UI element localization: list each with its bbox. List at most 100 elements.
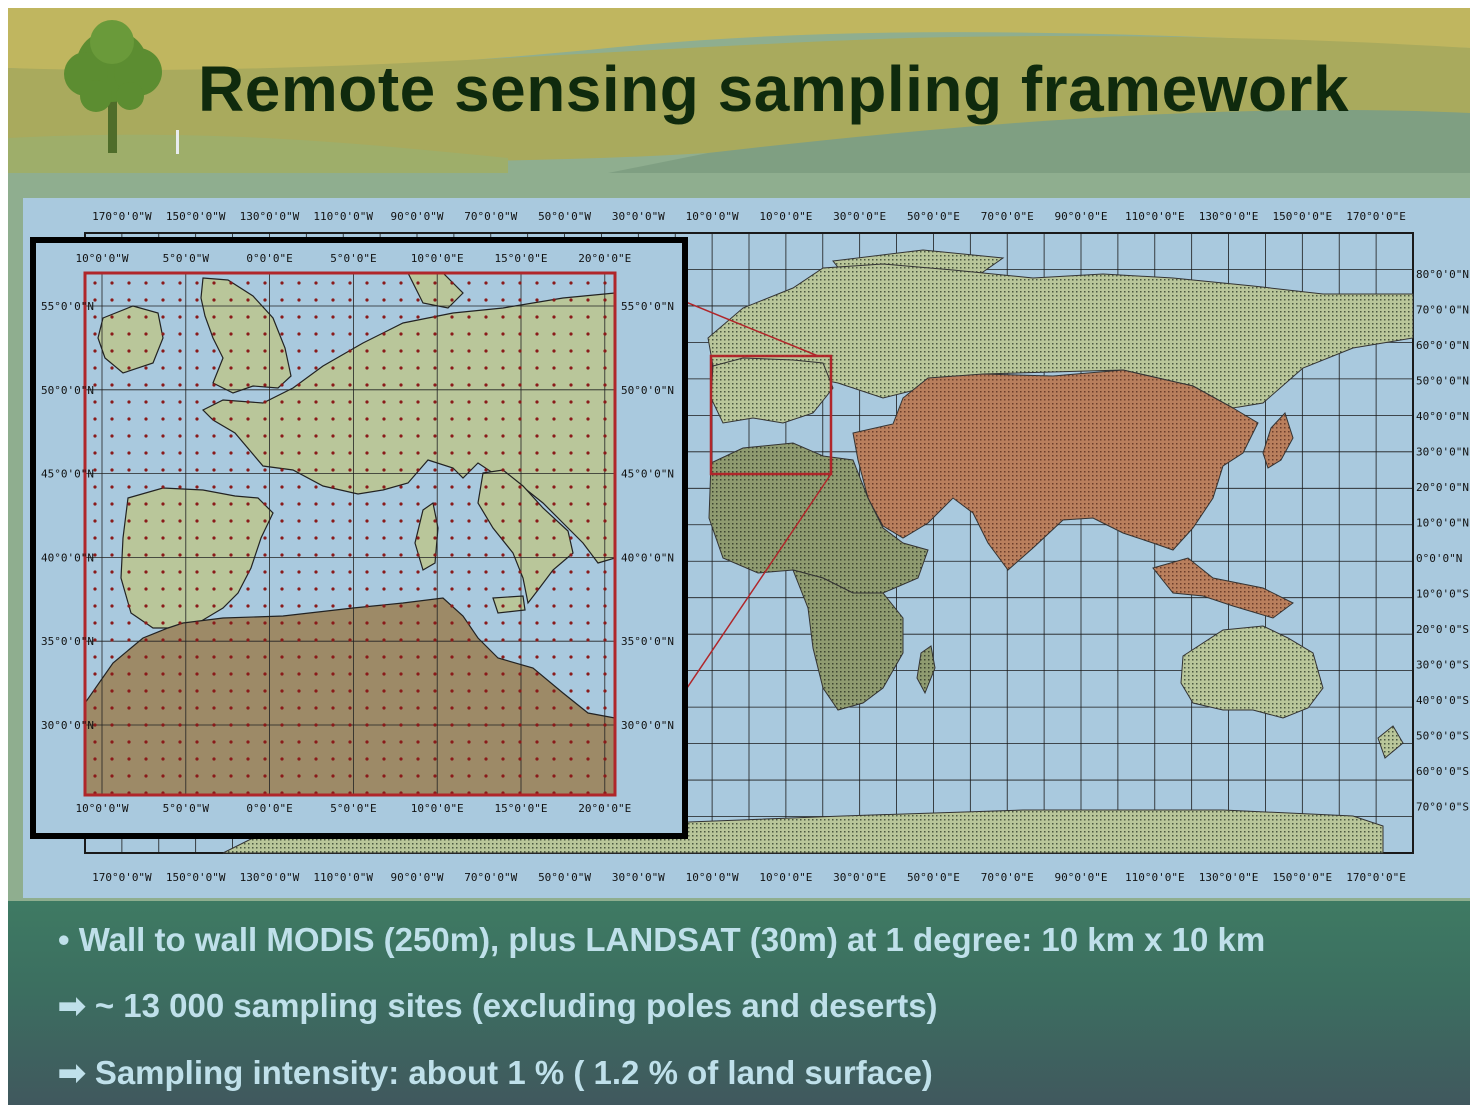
sample-site-dot xyxy=(93,672,97,676)
sample-site-dot xyxy=(382,366,386,370)
sample-site-dot xyxy=(603,757,607,761)
sample-site-dot xyxy=(552,672,556,676)
sample-site-dot xyxy=(161,519,165,523)
sample-site-dot xyxy=(552,519,556,523)
sample-site-dot xyxy=(569,723,573,727)
sample-site-dot xyxy=(484,723,488,727)
sample-site-dot xyxy=(586,587,590,591)
sample-site-dot xyxy=(535,655,539,659)
sample-site-dot xyxy=(229,332,233,336)
sample-site-dot xyxy=(144,349,148,353)
sample-site-dot xyxy=(110,383,114,387)
sample-site-dot xyxy=(127,587,131,591)
sample-site-dot xyxy=(263,315,267,319)
world-bottom-lon-label: 110°0'0"E xyxy=(1125,871,1185,884)
sample-site-dot xyxy=(399,774,403,778)
sample-site-dot xyxy=(246,468,250,472)
sample-site-dot xyxy=(212,587,216,591)
sample-site-dot xyxy=(484,485,488,489)
sample-site-dot xyxy=(382,417,386,421)
sample-site-dot xyxy=(314,638,318,642)
sample-site-dot xyxy=(552,434,556,438)
sample-site-dot xyxy=(314,587,318,591)
sample-site-dot xyxy=(280,502,284,506)
sample-site-dot xyxy=(161,740,165,744)
sample-site-dot xyxy=(178,536,182,540)
sample-site-dot xyxy=(212,502,216,506)
sample-site-dot xyxy=(603,706,607,710)
sample-site-dot xyxy=(263,366,267,370)
sample-site-dot xyxy=(263,434,267,438)
sample-site-dot xyxy=(246,587,250,591)
sample-site-dot xyxy=(110,451,114,455)
sample-site-dot xyxy=(93,468,97,472)
sample-site-dot xyxy=(144,468,148,472)
sample-site-dot xyxy=(212,570,216,574)
sample-site-dot xyxy=(297,723,301,727)
sample-site-dot xyxy=(229,604,233,608)
sample-site-dot xyxy=(399,621,403,625)
sample-site-dot xyxy=(280,383,284,387)
sample-site-dot xyxy=(518,706,522,710)
sample-site-dot xyxy=(450,757,454,761)
sample-site-dot xyxy=(586,740,590,744)
sample-site-dot xyxy=(178,655,182,659)
sample-site-dot xyxy=(399,417,403,421)
sample-site-dot xyxy=(178,587,182,591)
sample-site-dot xyxy=(450,774,454,778)
sample-site-dot xyxy=(535,451,539,455)
sample-site-dot xyxy=(586,298,590,302)
sample-site-dot xyxy=(484,757,488,761)
sample-site-dot xyxy=(127,366,131,370)
sample-site-dot xyxy=(348,570,352,574)
sample-site-dot xyxy=(501,757,505,761)
sample-site-dot xyxy=(161,757,165,761)
sample-site-dot xyxy=(433,485,437,489)
sample-site-dot xyxy=(314,519,318,523)
sample-site-dot xyxy=(348,349,352,353)
sample-site-dot xyxy=(569,468,573,472)
sample-site-dot xyxy=(331,434,335,438)
sample-site-dot xyxy=(399,332,403,336)
sample-site-dot xyxy=(178,774,182,778)
sample-site-dot xyxy=(416,655,420,659)
sample-site-dot xyxy=(195,723,199,727)
world-top-lon-label: 50°0'0"E xyxy=(907,210,960,223)
sample-site-dot xyxy=(450,519,454,523)
sample-site-dot xyxy=(263,468,267,472)
sample-site-dot xyxy=(467,332,471,336)
sample-site-dot xyxy=(569,655,573,659)
sample-site-dot xyxy=(246,519,250,523)
sample-site-dot xyxy=(144,553,148,557)
sample-site-dot xyxy=(127,315,131,319)
sample-site-dot xyxy=(127,502,131,506)
sample-site-dot xyxy=(229,723,233,727)
sample-site-dot xyxy=(331,383,335,387)
sample-site-dot xyxy=(195,570,199,574)
sample-site-dot xyxy=(93,519,97,523)
sample-site-dot xyxy=(161,774,165,778)
world-right-lat-label: 20°0'0"N xyxy=(1416,481,1469,494)
sample-site-dot xyxy=(365,706,369,710)
sample-site-dot xyxy=(314,621,318,625)
sample-site-dot xyxy=(144,587,148,591)
sample-site-dot xyxy=(484,553,488,557)
sample-site-dot xyxy=(144,604,148,608)
sample-site-dot xyxy=(297,485,301,489)
sample-site-dot xyxy=(467,383,471,387)
inset-corsica-sardinia-land xyxy=(414,501,439,571)
sample-site-dot xyxy=(127,604,131,608)
sample-site-dot xyxy=(586,468,590,472)
sample-site-dot xyxy=(382,587,386,591)
sample-site-dot xyxy=(433,502,437,506)
sample-site-dot xyxy=(348,689,352,693)
inset-left-lat-label: 30°0'0"N xyxy=(41,719,94,732)
sample-site-dot xyxy=(518,621,522,625)
sample-site-dot xyxy=(110,706,114,710)
sample-site-dot xyxy=(603,485,607,489)
sample-site-dot xyxy=(331,519,335,523)
sample-site-dot xyxy=(331,655,335,659)
sample-site-dot xyxy=(365,553,369,557)
